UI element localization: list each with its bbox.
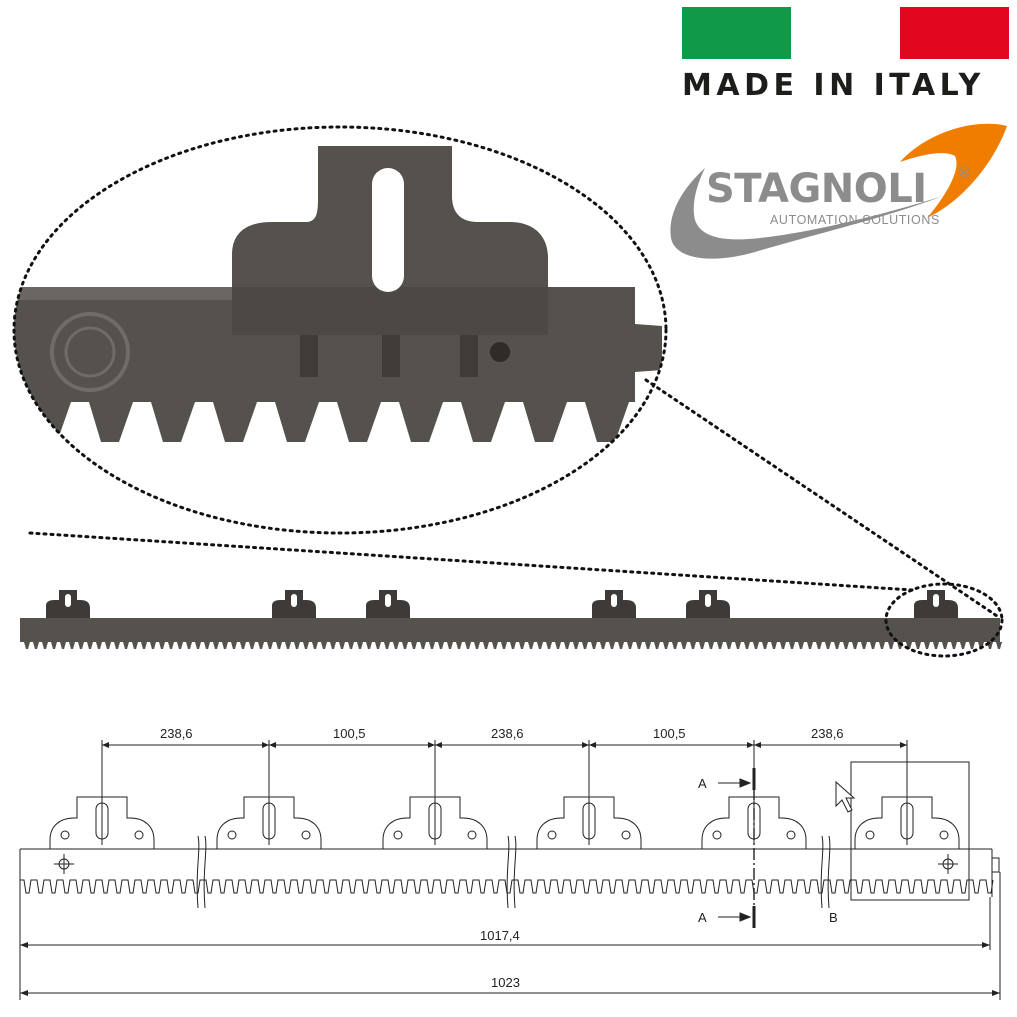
drawing-bracket-hole-left-3 <box>393 830 403 840</box>
section-a-label-bottom: A <box>698 910 707 925</box>
break-line-2 <box>203 835 207 909</box>
zoomed-slot <box>372 168 404 292</box>
drawing-bracket-hole-right-5 <box>786 830 796 840</box>
section-a-label-top: A <box>698 776 707 791</box>
spacing-label-1: 238,6 <box>160 726 193 741</box>
break-line-3 <box>506 835 510 909</box>
stagnoli-logo: STAGNOLI ® AUTOMATION SOLUTIONS <box>665 120 1010 270</box>
drawing-bracket-hole-left-2 <box>227 830 237 840</box>
drawing-bracket-hole-left-5 <box>712 830 722 840</box>
zoomed-rib-1 <box>300 335 318 377</box>
drawing-bracket-hole-right-3 <box>467 830 477 840</box>
logo-tagline: AUTOMATION SOLUTIONS <box>770 213 940 227</box>
spacing-label-3: 238,6 <box>491 726 524 741</box>
registered-mark: ® <box>959 164 971 181</box>
drawing-bracket-hole-left-1 <box>60 830 70 840</box>
detail-b-label: B <box>829 910 838 925</box>
zoomed-rib-2 <box>382 335 400 377</box>
small-callout-ellipse <box>884 582 1004 658</box>
drawing-bracket-hole-right-4 <box>621 830 631 840</box>
drawing-bracket-hole-left-6 <box>865 830 875 840</box>
detail-b-frame <box>850 761 970 901</box>
full-rack-slot-5 <box>705 594 711 607</box>
zoomed-rack-top-face <box>14 287 232 300</box>
drawing-bracket-hole-right-6 <box>939 830 949 840</box>
break-line-5 <box>820 835 824 909</box>
drawing-bracket-hole-right-2 <box>301 830 311 840</box>
italian-flag <box>682 7 1009 59</box>
technical-drawing <box>19 740 1001 1000</box>
flag-green-stripe <box>682 7 791 59</box>
zoomed-boss-ring <box>50 312 130 392</box>
full-rack-slot-2 <box>291 594 297 607</box>
logo-brand-text: STAGNOLI <box>706 166 927 212</box>
overall-length-label: 1023 <box>491 975 520 990</box>
flag-white-stripe <box>791 7 900 59</box>
zoomed-rib-3 <box>460 335 478 377</box>
overall-inner-length-label: 1017,4 <box>480 928 520 943</box>
spacing-label-4: 100,5 <box>653 726 686 741</box>
full-rack-slot-3 <box>385 594 391 607</box>
break-line-4 <box>513 835 517 909</box>
full-rack-body <box>20 618 1000 642</box>
drawing-rack-tab <box>991 857 1000 873</box>
spacing-label-2: 100,5 <box>333 726 366 741</box>
rack-photo <box>12 125 1004 658</box>
full-rack-teeth <box>22 642 1002 649</box>
logo-swoosh <box>670 123 1007 259</box>
callout-ellipse <box>12 125 668 535</box>
drawing-teeth <box>20 879 994 894</box>
zoomed-rack <box>14 146 662 442</box>
flag-red-stripe <box>900 7 1009 59</box>
zoomed-bracket-base <box>232 287 548 335</box>
spacing-label-5: 238,6 <box>811 726 844 741</box>
break-line-1 <box>196 835 200 909</box>
callout-connector-left <box>28 531 914 592</box>
break-line-6 <box>827 835 831 909</box>
zoomed-screw-hole <box>490 342 510 362</box>
full-rack-slot-1 <box>65 594 71 607</box>
section-a-arrow-top <box>718 778 752 788</box>
full-rack-slot-6 <box>933 594 939 607</box>
drawing-bracket-hole-right-1 <box>134 830 144 840</box>
cursor-icon <box>835 780 856 813</box>
full-rack-slot-4 <box>611 594 617 607</box>
zoomed-boss-inner <box>64 326 116 378</box>
section-a-arrow-bottom <box>718 912 752 922</box>
drawing-bracket-hole-left-4 <box>547 830 557 840</box>
callout-connector-right <box>644 378 1002 620</box>
made-in-italy-label: MADE IN ITALY <box>682 68 985 103</box>
